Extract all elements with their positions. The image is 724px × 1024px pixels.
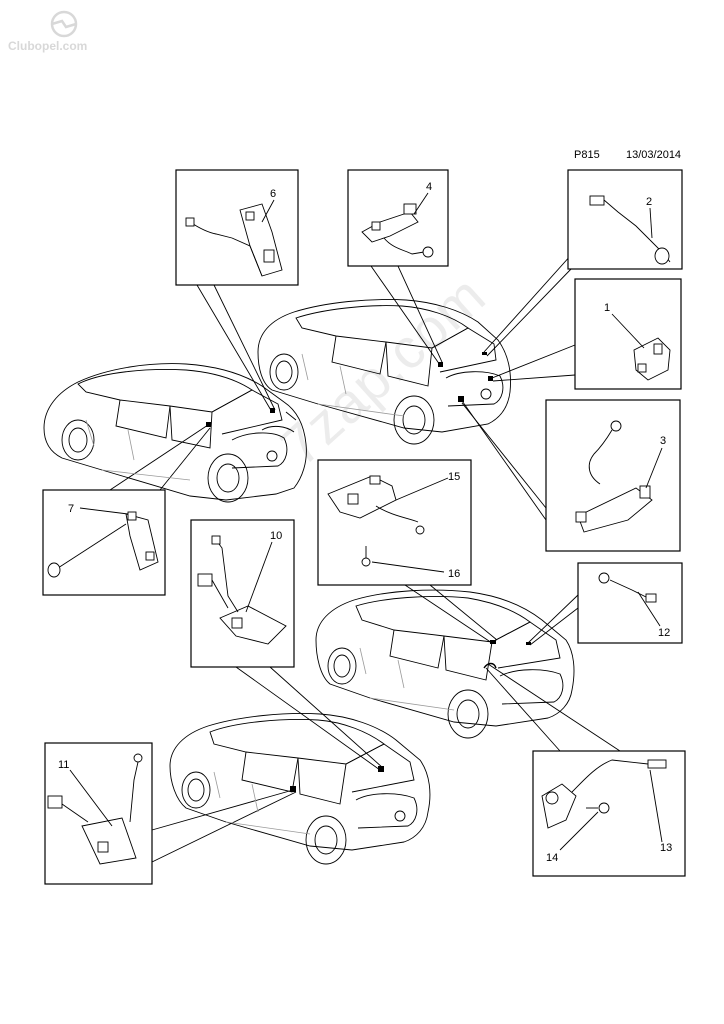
detail-box-12 xyxy=(577,562,683,644)
clubopel-logo: Clubopel.com xyxy=(8,10,87,53)
detail-box-7 xyxy=(42,489,166,596)
sedan-car-illustration xyxy=(315,589,575,739)
detail-box-13-14 xyxy=(532,750,686,877)
leader-lines xyxy=(109,253,621,863)
estate-car-illustration xyxy=(43,363,307,503)
callout-1: 1 xyxy=(604,302,610,314)
callout-13: 13 xyxy=(660,842,672,854)
callout-6: 6 xyxy=(270,188,276,200)
diagram-code: P815 xyxy=(574,149,600,161)
detail-box-2 xyxy=(567,169,683,270)
detail-box-3 xyxy=(545,399,681,552)
callout-2: 2 xyxy=(646,196,652,208)
detail-box-1 xyxy=(574,278,682,390)
callout-15: 15 xyxy=(448,471,460,483)
callout-10: 10 xyxy=(270,530,282,542)
detail-box-15-16 xyxy=(317,459,472,586)
logo-text: Clubopel.com xyxy=(8,39,87,53)
detail-box-6 xyxy=(175,169,299,286)
hatchback-car-illustration xyxy=(257,299,511,445)
callout-11: 11 xyxy=(58,759,69,771)
detail-box-11 xyxy=(44,742,153,885)
diagram-date: 13/03/2014 xyxy=(626,149,682,161)
callout-7: 7 xyxy=(68,503,74,515)
callout-16: 16 xyxy=(448,568,460,580)
callout-12: 12 xyxy=(658,627,670,639)
coupe-car-illustration xyxy=(169,713,431,865)
detail-box-4 xyxy=(347,169,449,267)
callout-14: 14 xyxy=(546,852,558,864)
detail-box-10 xyxy=(190,519,295,668)
callout-4: 4 xyxy=(426,181,432,193)
callout-3: 3 xyxy=(660,435,666,447)
